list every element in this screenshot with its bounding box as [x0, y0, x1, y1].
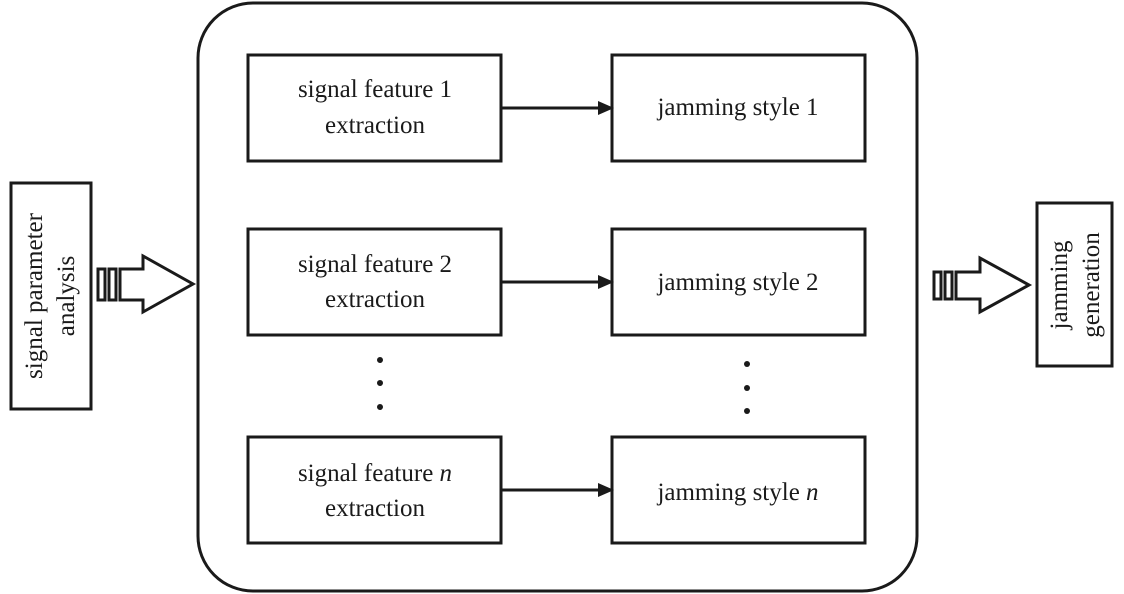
- feature-2-line2: extraction: [325, 286, 425, 313]
- feature-1-line1: signal feature 1: [298, 76, 452, 103]
- output-label-line2: generation: [1078, 232, 1105, 338]
- svg-text:signal feature 2: signal feature 2: [298, 251, 452, 278]
- style-n-text: jamming style: [656, 479, 806, 506]
- edge-row-n: [501, 483, 614, 497]
- svg-text:jamming style 1: jamming style 1: [656, 94, 818, 121]
- feature-ellipsis: [377, 357, 383, 410]
- feature-n-line1: signal feature: [298, 460, 440, 487]
- feature-node-n: signal feature n extraction: [246, 435, 503, 545]
- svg-text:jamming style n: jamming style n: [656, 479, 818, 506]
- feature-n-line2: extraction: [325, 495, 425, 522]
- output-node: jamming generation: [1035, 201, 1114, 368]
- svg-text:signal feature n: signal feature n: [298, 460, 452, 487]
- style-node-1: jamming style 1: [610, 53, 867, 163]
- input-label-line1: signal parameter: [21, 212, 48, 379]
- output-label-line1: jamming: [1046, 240, 1073, 330]
- style-ellipsis: [744, 361, 750, 414]
- output-flow-arrow: [932, 255, 1033, 315]
- style-node-2: jamming style 2: [610, 227, 867, 337]
- style-node-n: jamming style n: [610, 435, 867, 545]
- input-node: signal parameter analysis: [9, 181, 93, 411]
- feature-2-line1: signal feature 2: [298, 251, 452, 278]
- style-2-text: jamming style 2: [656, 269, 818, 296]
- edge-row-2: [501, 275, 614, 289]
- feature-n-var: n: [440, 460, 453, 487]
- input-flow-arrow: [96, 253, 197, 315]
- input-label-line2: analysis: [53, 256, 80, 337]
- style-1-text: jamming style 1: [656, 94, 818, 121]
- feature-node-2: signal feature 2 extraction: [246, 227, 503, 337]
- edge-row-1: [501, 101, 614, 115]
- style-n-var: n: [806, 479, 819, 506]
- feature-node-1: signal feature 1 extraction: [246, 53, 503, 163]
- svg-text:jamming style 2: jamming style 2: [656, 269, 818, 296]
- svg-text:signal feature 1: signal feature 1: [298, 76, 452, 103]
- feature-1-line2: extraction: [325, 112, 425, 139]
